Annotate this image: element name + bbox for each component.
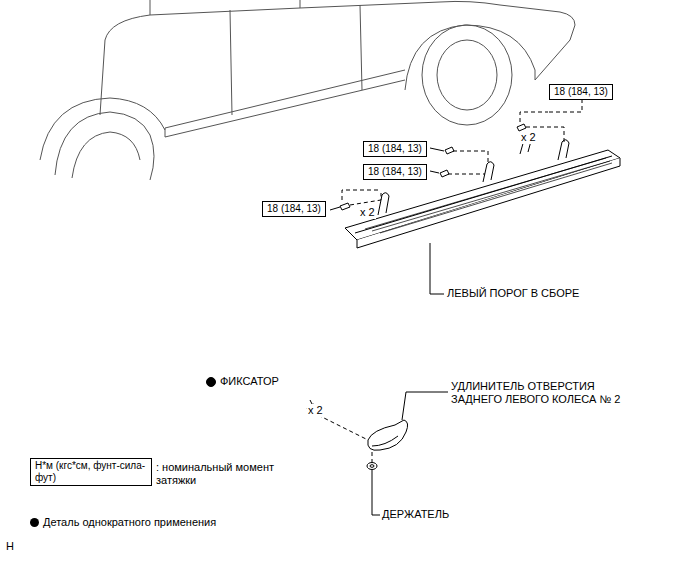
box-text: 18 (184, 13) — [267, 203, 321, 215]
legend-unit-box: Н*м (кгс*см, фунт-сила-фут) — [30, 458, 152, 486]
part-name: УДЛИНИТЕЛЬ ОТВЕРСТИЯ ЗАДНЕГО ЛЕВОГО КОЛЕ… — [450, 380, 632, 406]
quantity-mark: x 2 — [307, 404, 324, 417]
quantity-mark: x 2 — [520, 131, 537, 144]
torque-box: 18 (184, 13) — [262, 201, 326, 217]
box-text: 18 (184, 13) — [368, 143, 422, 155]
legend-dot — [30, 518, 39, 527]
torque-box: 18 (184, 13) — [363, 164, 427, 180]
part-name: ФИКСАТОР — [219, 375, 280, 388]
box-text: 18 (184, 13) — [368, 166, 422, 178]
legend-note: : номинальный момент затяжки — [155, 461, 275, 487]
box-text: Н*м (кгс*см, фунт-сила-фут) — [35, 460, 147, 484]
quantity-mark: x 2 — [359, 206, 376, 219]
legend-row: Деталь однократного применения — [30, 516, 216, 529]
torque-box: 18 (184, 13) — [549, 84, 613, 100]
figure-code: H — [5, 540, 15, 553]
torque-box: 18 (184, 13) — [363, 141, 427, 157]
legend-text: Деталь однократного применения — [43, 516, 216, 529]
part-name: ЛЕВЫЙ ПОРОГ В СБОРЕ — [446, 287, 580, 300]
box-text: 18 (184, 13) — [554, 86, 608, 98]
part-name: ДЕРЖАТЕЛЬ — [381, 508, 450, 521]
